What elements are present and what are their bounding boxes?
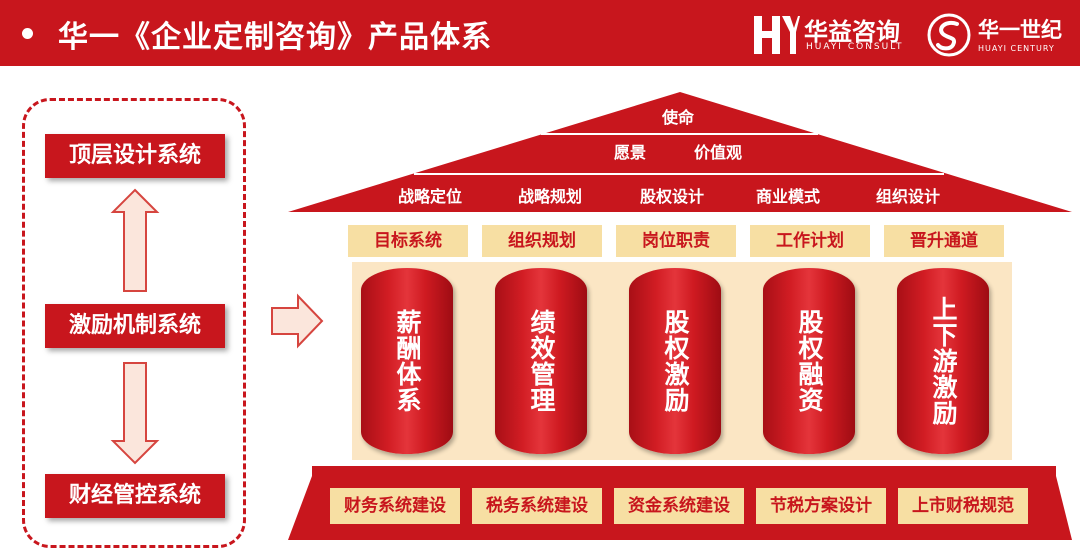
beam-work-plan: 工作计划 [750,225,870,257]
header-bar: 华一《企业定制咨询》产品体系 华益咨询 HUAYI CONSULT 华一世纪 H… [0,0,1080,66]
incentive-system-box: 激励机制系统 [45,304,225,348]
roof-equity-design: 股权设计 [640,187,705,206]
bullet-dot [22,28,33,39]
pillar-equity-incentive: 股权激励 [629,268,721,454]
pillar-equity-financing: 股权融资 [763,268,855,454]
page-title: 华一《企业定制咨询》产品体系 [58,20,492,55]
foundation-capital-system: 资金系统建设 [614,488,744,524]
dragon-logo-icon [927,13,971,57]
roof-strategy-planning: 战略规划 [518,187,583,206]
huayi-consult-sub: HUAYI CONSULT [806,42,904,52]
beam-job-duties: 岗位职责 [616,225,736,257]
finance-control-system-box: 财经管控系统 [45,474,225,518]
right-arrow-icon [271,293,324,349]
foundation-listing-compliance: 上市财税规范 [898,488,1028,524]
roof-org-design: 组织设计 [876,187,941,206]
huayi-century-name: 华一世纪 [978,18,1062,42]
huayi-century-sub: HUAYI CENTURY [978,44,1055,53]
foundation-tax-system: 税务系统建设 [472,488,602,524]
roof-business-model: 商业模式 [756,187,821,206]
beam-promotion-path: 晋升通道 [884,225,1004,257]
pillar-supply-chain-incentive: 上下游激励 [897,268,989,454]
huayi-consult-name: 华益咨询 [804,18,900,46]
roof-strategy-position: 战略定位 [398,187,463,206]
left-dashed-frame [22,98,246,548]
roof-values: 价值观 [694,143,743,162]
beam-goal-system: 目标系统 [348,225,468,257]
pillar-performance: 绩效管理 [495,268,587,454]
roof-vision: 愿景 [614,143,647,162]
foundation-top-step [312,466,1056,476]
foundation-finance-system: 财务系统建设 [330,488,460,524]
up-arrow-icon [110,188,160,292]
pillar-compensation: 薪酬体系 [361,268,453,454]
hy-logo-icon [754,16,800,54]
roof-mission: 使命 [662,108,695,127]
roof-shape [288,92,1072,212]
beam-org-planning: 组织规划 [482,225,602,257]
down-arrow-icon [110,362,160,465]
top-design-system-box: 顶层设计系统 [45,134,225,178]
foundation-tax-saving: 节税方案设计 [756,488,886,524]
